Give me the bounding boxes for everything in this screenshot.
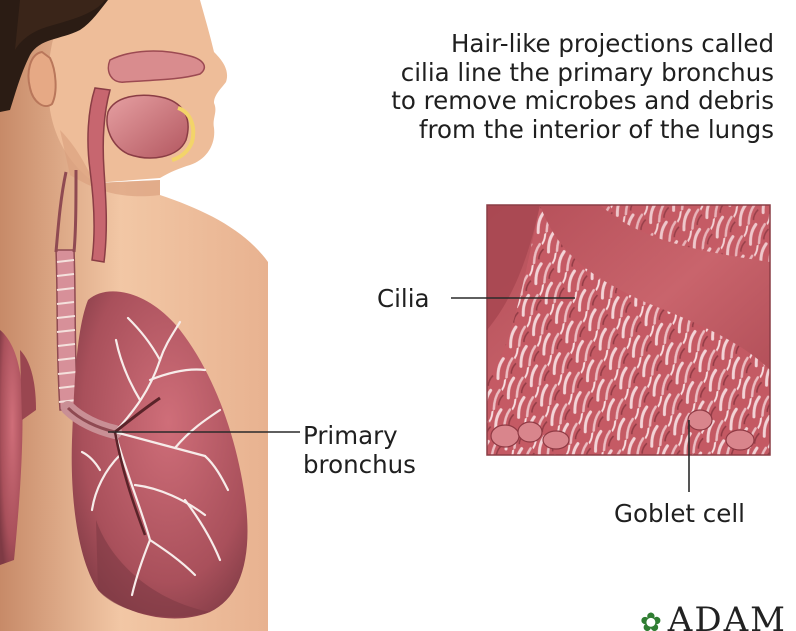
caption-line: to remove microbes and debris — [312, 87, 774, 116]
leaf-icon: ✿ — [640, 608, 664, 631]
caption-line: Hair-like projections called — [312, 30, 774, 59]
primary-bronchus-label-line-1: Primary — [303, 421, 416, 450]
logo-text: ADAM — [668, 600, 787, 631]
adam-logo: ✿ADAM — [640, 600, 787, 631]
goblet-cell-label: Goblet cell — [614, 499, 745, 528]
primary-bronchus-label-line-2: bronchus — [303, 450, 416, 479]
caption-line: from the interior of the lungs — [312, 116, 774, 145]
caption-line: cilia line the primary bronchus — [312, 59, 774, 88]
description-caption: Hair-like projections called cilia line … — [312, 30, 774, 144]
cilia-label: Cilia — [377, 284, 430, 313]
primary-bronchus-label: Primary bronchus — [303, 421, 416, 479]
